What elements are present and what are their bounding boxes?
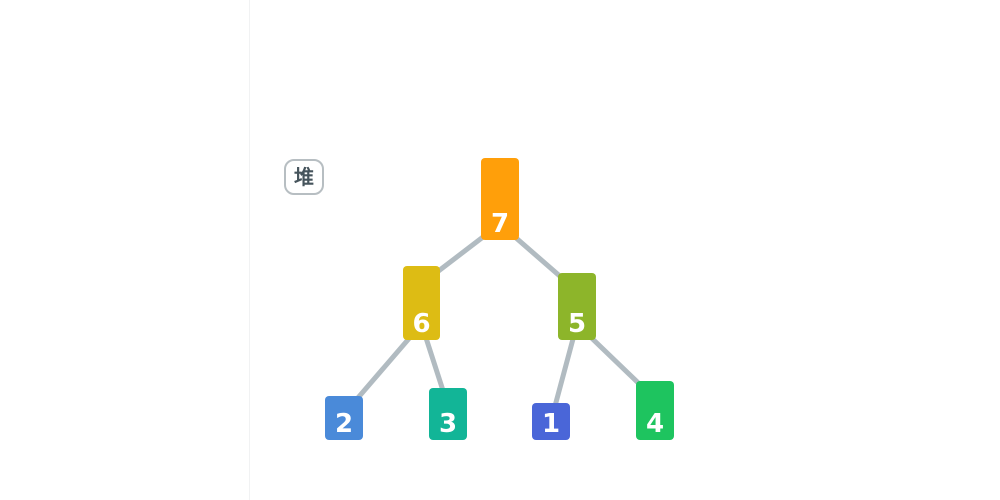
heap-node-label: 7: [491, 209, 509, 239]
heap-edges: [341, 221, 658, 424]
heap-node-bar: [481, 158, 519, 240]
heap-node-5: 5: [558, 273, 596, 340]
left-divider: [249, 0, 250, 500]
heap-node-label: 5: [568, 309, 586, 339]
heap-nodes: 7 6 5 2 3 1 4: [325, 158, 674, 440]
heap-node-bar: [429, 388, 467, 440]
heap-node-bar: [403, 266, 440, 340]
heap-node-label: 3: [439, 409, 457, 439]
heap-node-label: 6: [412, 309, 430, 339]
heap-node-label: 1: [542, 409, 560, 439]
heap-node-bar: [532, 403, 570, 440]
heap-node-label: 2: [335, 409, 353, 439]
heap-node-bar: [636, 381, 674, 440]
heap-node-label: 4: [646, 409, 664, 439]
heap-badge: 堆: [284, 159, 324, 195]
heap-badge-label: 堆: [294, 165, 314, 189]
heap-node-1: 1: [532, 403, 570, 440]
heap-node-6: 6: [403, 266, 440, 340]
heap-node-bar: [558, 273, 596, 340]
heap-node-7: 7: [481, 158, 519, 240]
heap-node-bar: [325, 396, 363, 440]
heap-node-4: 4: [636, 381, 674, 440]
heap-node-3: 3: [429, 388, 467, 440]
heap-node-2: 2: [325, 396, 363, 440]
